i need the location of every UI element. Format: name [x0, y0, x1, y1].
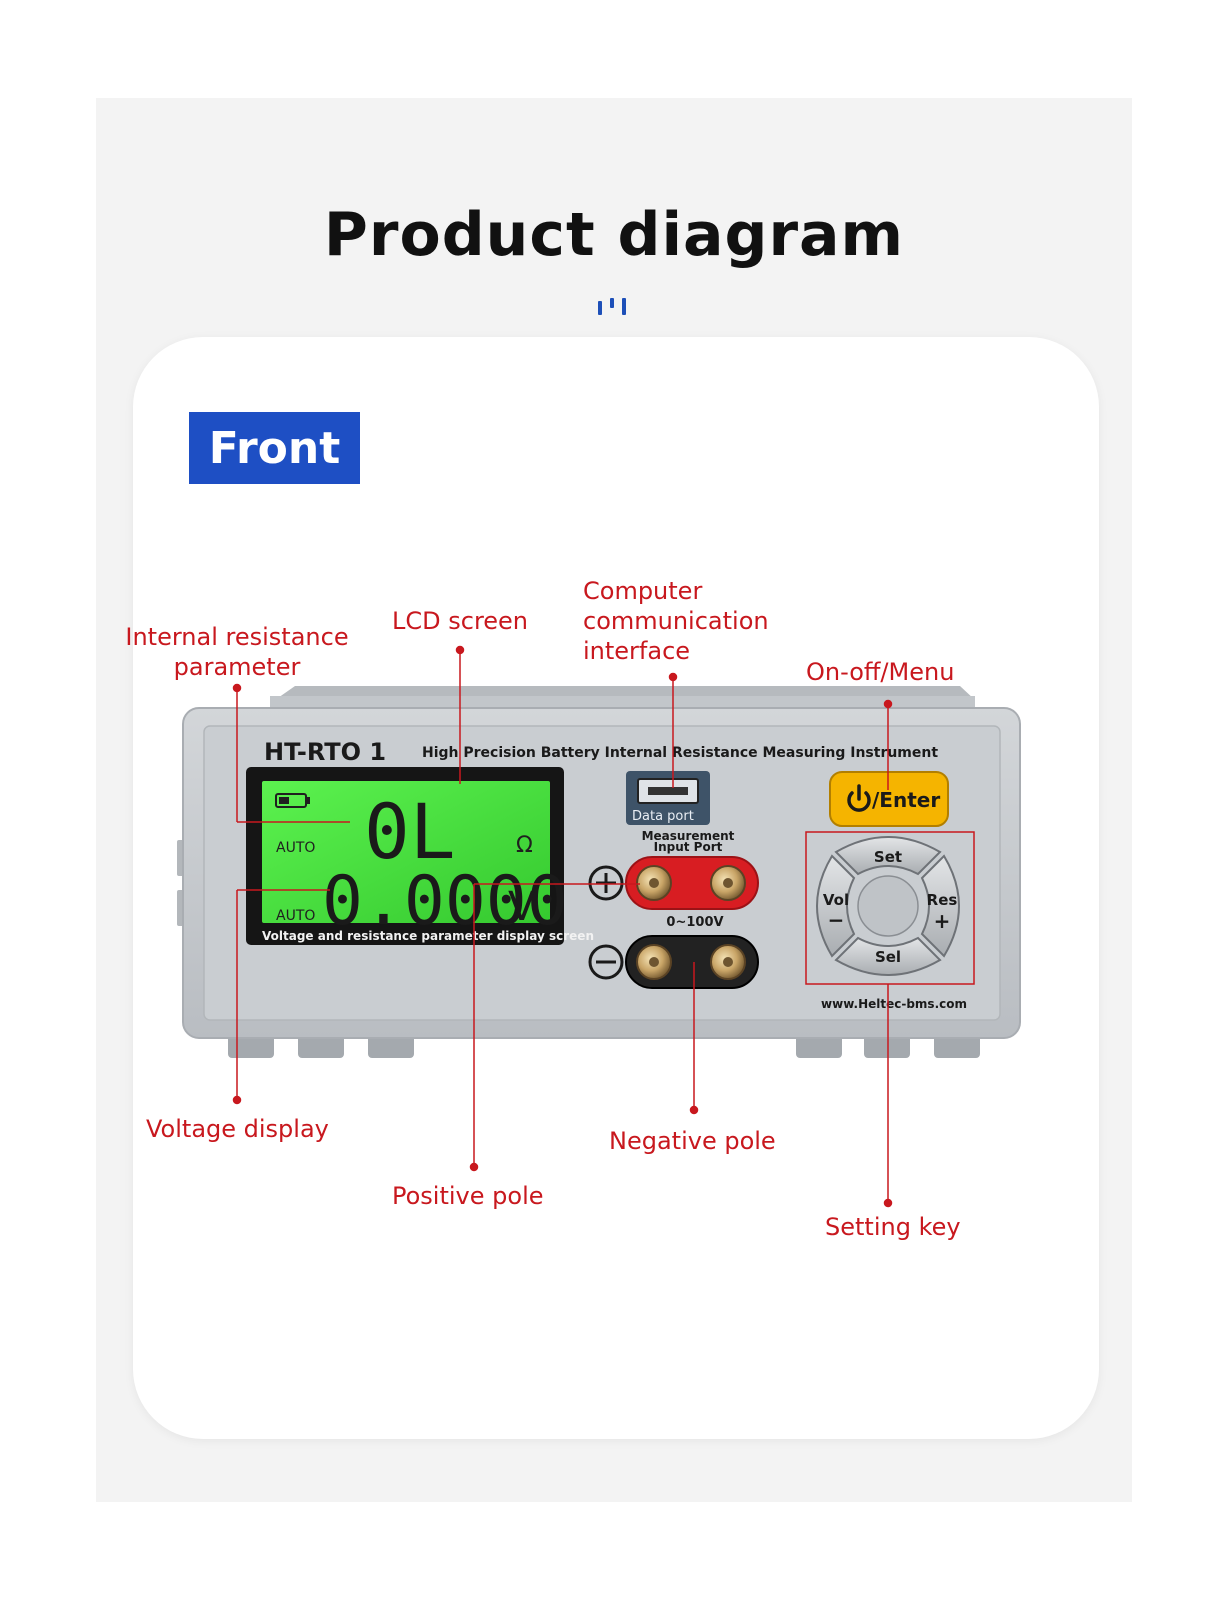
data-port-label: Data port [632, 809, 694, 824]
device-description: High Precision Battery Internal Resistan… [422, 745, 938, 761]
callout-computer-line3: interface [583, 637, 691, 665]
key-sel-label: Sel [875, 948, 901, 966]
key-pad [816, 836, 960, 976]
callout-lcd-screen: LCD screen [392, 607, 529, 635]
lcd-caption: Voltage and resistance parameter display… [262, 929, 594, 943]
key-res [920, 854, 960, 958]
callout-positive-pole: Positive pole [392, 1182, 544, 1210]
leader-lines [232, 645, 893, 1208]
negative-sign-icon [588, 944, 624, 980]
key-res-sign: + [934, 909, 951, 933]
callout-internal-resistance-line2: parameter [173, 653, 301, 681]
device-top-strip [270, 696, 975, 710]
callout-setting-key: Setting key [825, 1213, 961, 1241]
key-sel [834, 936, 942, 976]
key-vol-label: Vol [823, 891, 849, 909]
callout-negative-pole: Negative pole [609, 1127, 776, 1155]
key-vol [816, 854, 856, 958]
key-center [857, 875, 919, 937]
callout-on-off-menu: On-off/Menu [806, 658, 955, 686]
page-title: Product diagram [323, 200, 905, 270]
range-label: 0~100V [666, 915, 723, 930]
callout-voltage-display: Voltage display [146, 1115, 329, 1143]
callout-internal-resistance-line1: Internal resistance [125, 623, 349, 651]
key-res-label: Res [927, 891, 958, 909]
positive-sign-icon [588, 865, 624, 901]
callout-computer-line2: communication [583, 607, 769, 635]
device-model: HT-RTO 1 [264, 738, 386, 766]
enter-button-label: /Enter [872, 788, 940, 812]
key-vol-sign: − [828, 908, 845, 932]
key-set [834, 836, 942, 876]
callout-internal-resistance: Internal resistance parameter [112, 622, 362, 682]
lcd-voltage-unit: V [508, 884, 536, 930]
battery-icon [275, 793, 310, 808]
lcd-voltage-reading: 0.0000 [322, 862, 568, 941]
lcd-auto-bottom: AUTO [276, 908, 315, 924]
power-icon [847, 784, 871, 812]
callout-computer-interface: Computer communication interface [583, 576, 769, 666]
setting-key-outline [805, 831, 975, 985]
lcd-auto-top: AUTO [276, 840, 315, 856]
key-set-label: Set [874, 848, 902, 866]
front-badge: Front [189, 412, 360, 484]
lcd-screen [262, 781, 550, 923]
lcd-resistance-unit: Ω [516, 833, 533, 858]
callout-computer-line1: Computer [583, 577, 703, 605]
lcd-resistance-reading: 0L [364, 787, 456, 876]
device-website: www.Heltec-bms.com [821, 997, 967, 1011]
